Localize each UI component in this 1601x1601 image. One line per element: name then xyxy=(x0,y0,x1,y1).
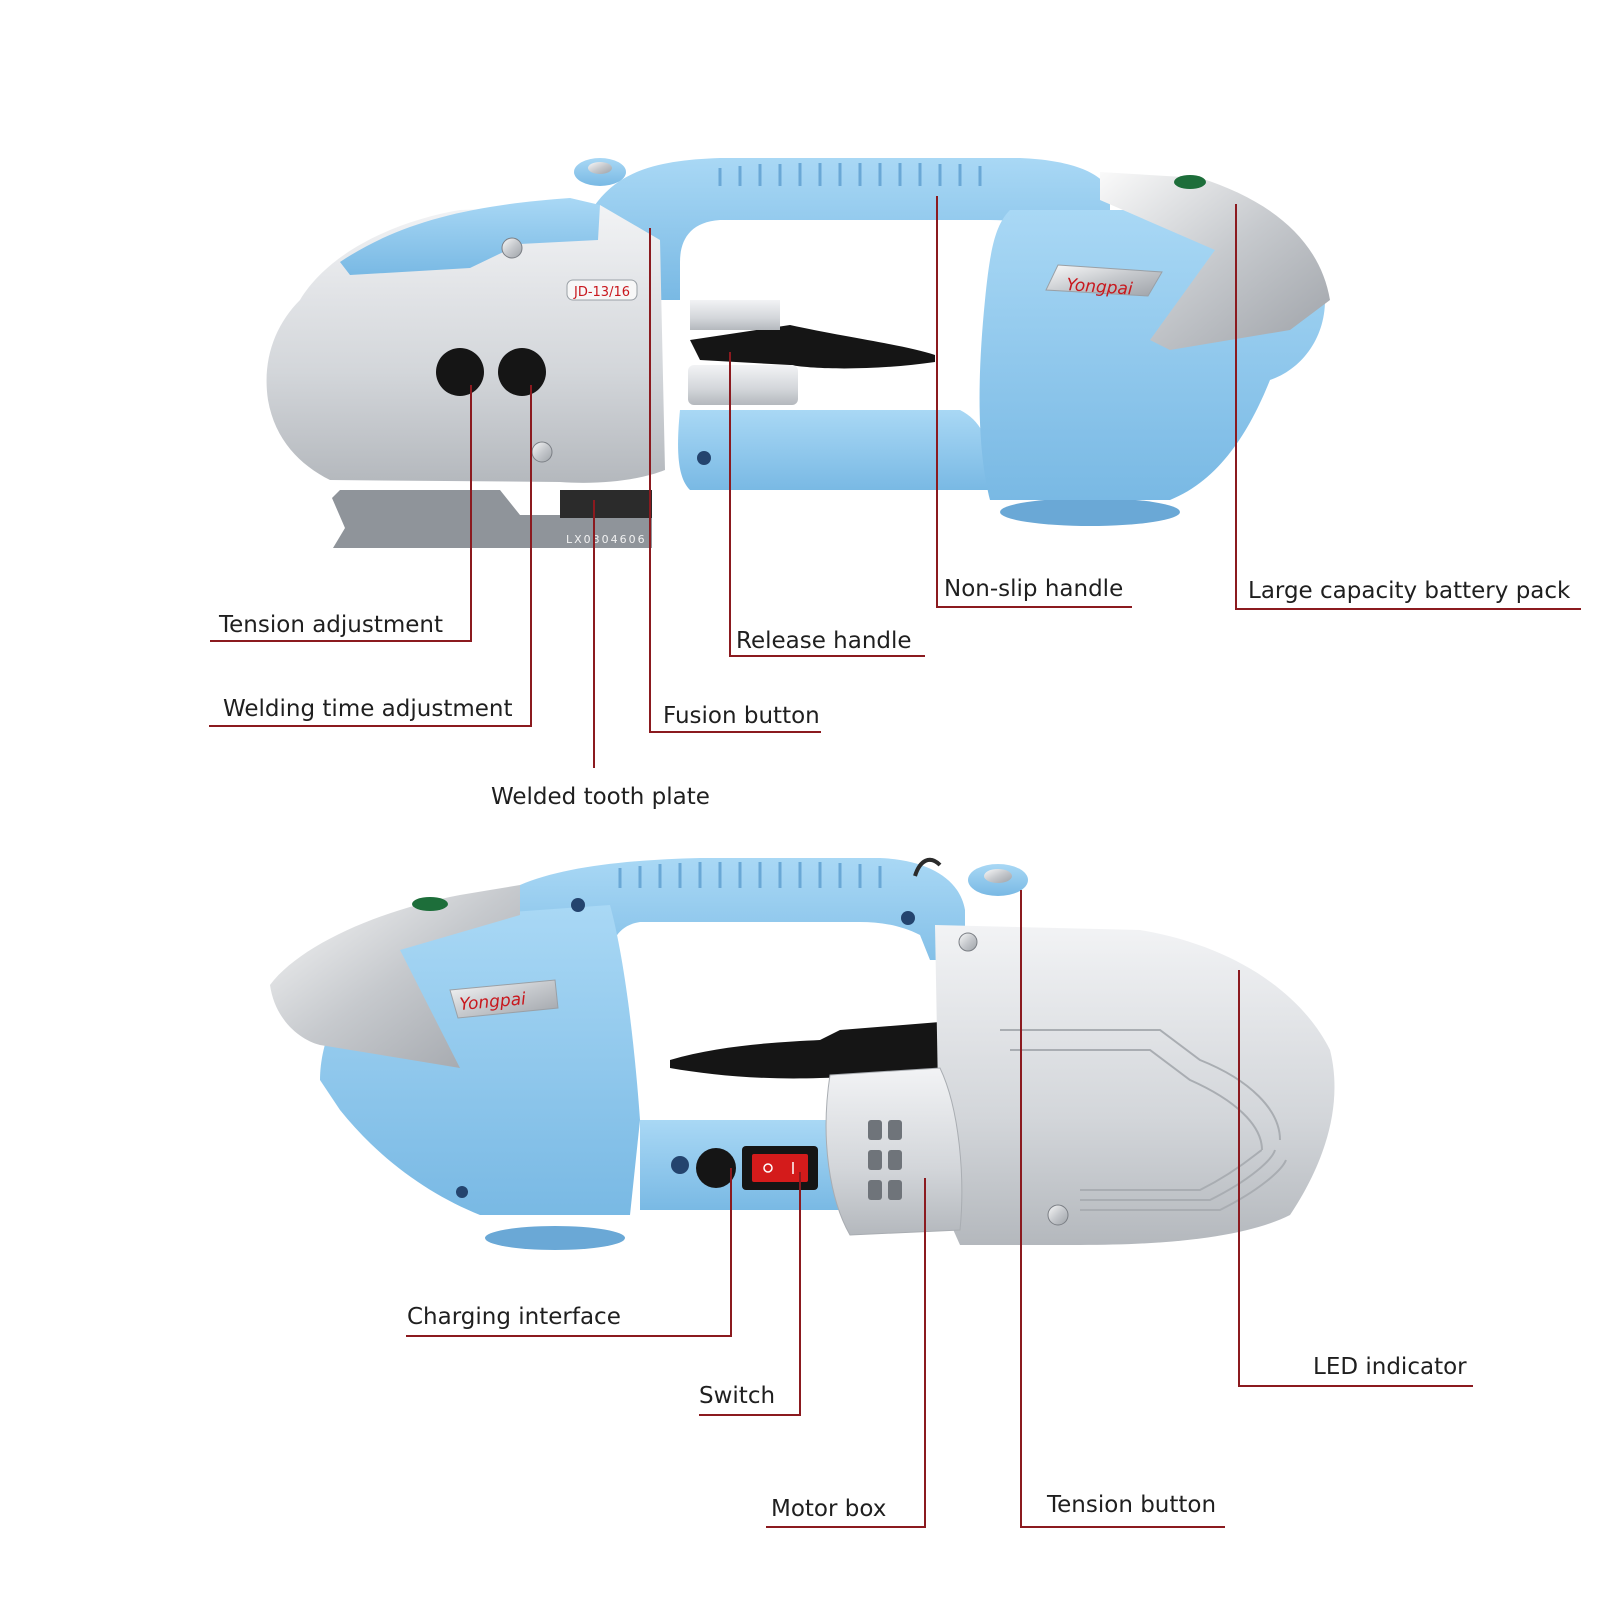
bottom-rivet-3 xyxy=(456,1186,468,1198)
top-serial-text: LX0304606 xyxy=(566,533,647,546)
top-welding-time-knob xyxy=(498,348,546,396)
bottom-led-lens xyxy=(412,897,448,911)
label-tension-button: Tension button xyxy=(1046,1492,1216,1518)
bottom-cable xyxy=(913,857,942,877)
bottom-screw-upper xyxy=(958,932,978,952)
callout-labels: Tension adjustment Welding time adjustme… xyxy=(218,576,1571,1522)
top-brand-badge: Yongpai xyxy=(1045,264,1163,300)
label-release-handle: Release handle xyxy=(736,628,912,654)
top-base-foot xyxy=(1000,498,1180,526)
leader-welding-time-adjustment xyxy=(209,385,532,727)
leader-fusion-button xyxy=(649,228,821,733)
label-tension-adjustment: Tension adjustment xyxy=(218,612,443,638)
top-non-slip-handle xyxy=(595,158,1110,300)
bottom-motor-vents xyxy=(868,1120,902,1200)
top-battery-chrome xyxy=(1100,172,1330,350)
top-tooth-block xyxy=(560,490,652,518)
bottom-tension-cap xyxy=(984,869,1012,883)
bottom-charging-port xyxy=(696,1148,736,1188)
bottom-power-switch xyxy=(742,1146,818,1190)
label-battery-pack: Large capacity battery pack xyxy=(1248,578,1571,604)
leader-battery-pack xyxy=(1235,204,1581,610)
bottom-base-foot xyxy=(485,1226,625,1250)
bottom-handle-grip xyxy=(618,862,882,888)
label-welding-time-adjustment: Welding time adjustment xyxy=(223,696,513,722)
bottom-front-head xyxy=(935,925,1335,1245)
label-welded-tooth-plate: Welded tooth plate xyxy=(491,784,710,810)
leader-tension-adjustment xyxy=(210,385,472,642)
top-device: Yongpai JD-13/16 LX0304606 xyxy=(266,158,1330,548)
top-screw-upper xyxy=(501,237,523,259)
bottom-rivet-4 xyxy=(671,1156,689,1174)
top-tension-knob xyxy=(436,348,484,396)
leader-charging-interface xyxy=(406,1168,732,1337)
bottom-battery-chrome xyxy=(270,885,520,1068)
label-switch: Switch xyxy=(699,1383,775,1409)
bottom-rivet-1 xyxy=(571,898,585,912)
top-rivet xyxy=(697,451,711,465)
top-lower-frame xyxy=(678,410,990,490)
label-led-indicator: LED indicator xyxy=(1313,1354,1467,1380)
leader-motor-box xyxy=(766,1178,926,1528)
label-fusion-button: Fusion button xyxy=(663,703,820,729)
top-led-lens xyxy=(1174,175,1206,189)
bottom-panel-ribs xyxy=(1000,1029,1287,1211)
leader-switch xyxy=(699,1172,801,1416)
top-tooth-plate xyxy=(332,490,652,548)
top-brand-text: Yongpai xyxy=(1066,275,1134,300)
label-motor-box: Motor box xyxy=(771,1496,886,1522)
top-handle-grip xyxy=(718,163,982,186)
top-roller xyxy=(688,365,798,405)
top-head-cap xyxy=(340,198,600,275)
leader-non-slip-handle xyxy=(936,196,1132,608)
leader-release-handle xyxy=(729,352,925,657)
top-screw-lower xyxy=(531,441,553,463)
top-fusion-cap xyxy=(588,162,612,174)
leader-led-indicator xyxy=(1238,970,1473,1387)
top-tension-block xyxy=(690,300,780,330)
bottom-device: Yongpai xyxy=(270,857,1335,1250)
top-release-lever xyxy=(690,325,935,369)
label-charging-interface: Charging interface xyxy=(407,1304,621,1330)
top-model-plate: JD-13/16 xyxy=(566,279,638,301)
bottom-non-slip-handle xyxy=(520,858,965,990)
bottom-rivet-2 xyxy=(901,911,915,925)
top-model-text: JD-13/16 xyxy=(573,285,630,300)
leader-tension-button xyxy=(1020,890,1225,1528)
leader-lines xyxy=(209,196,1581,1528)
label-non-slip-handle: Non-slip handle xyxy=(944,576,1123,602)
bottom-release-lever xyxy=(670,1022,940,1079)
bottom-screw-lower xyxy=(1047,1204,1069,1226)
top-front-head xyxy=(266,205,665,483)
bottom-brand-badge: Yongpai xyxy=(449,979,559,1019)
